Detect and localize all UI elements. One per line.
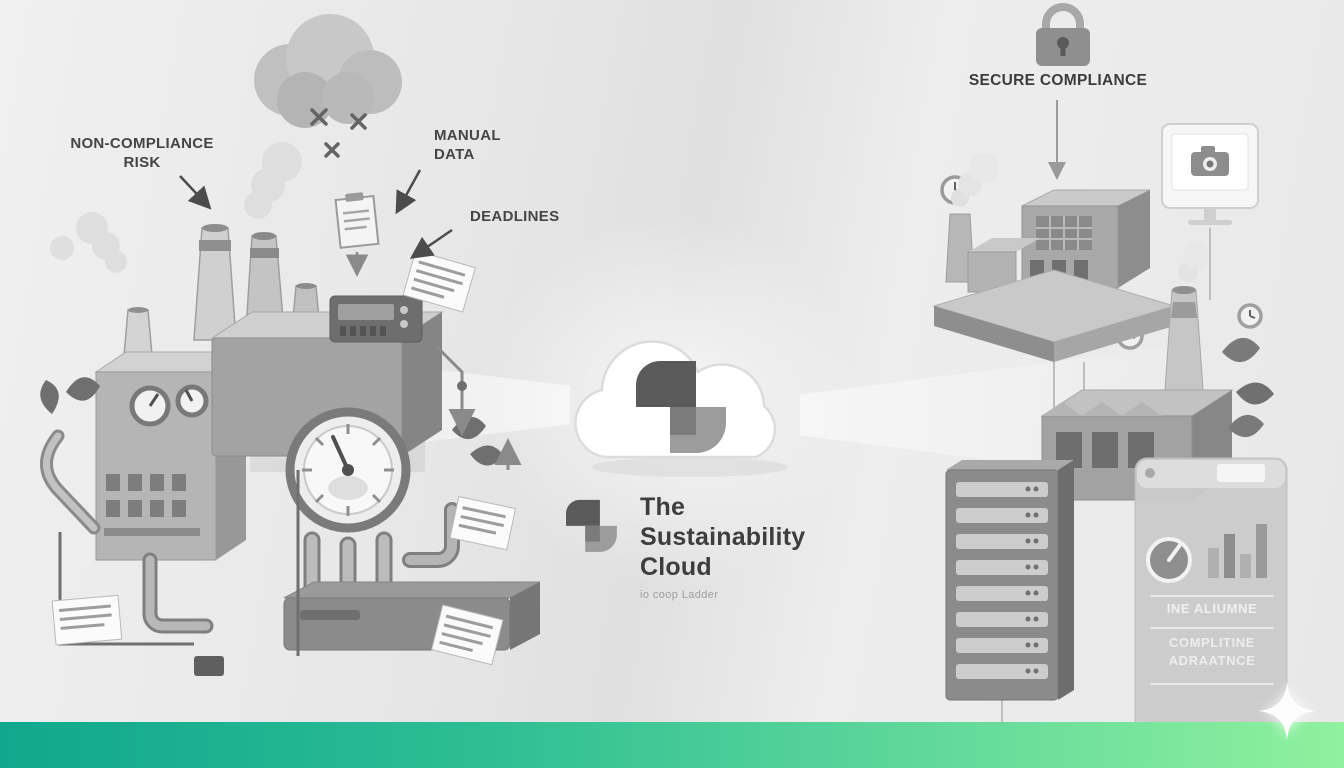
compliance-panel-body: COMPLITINE ADRAATNCE [1168, 635, 1256, 668]
cloud-shadow [592, 457, 788, 477]
sparkle-icon [1258, 682, 1316, 740]
brand-wordmark: The Sustainability Cloud io coop Ladder [640, 492, 805, 601]
document-icon [431, 604, 504, 666]
brand-line-2: Sustainability [640, 523, 806, 551]
right-compliance-illustration [932, 3, 1288, 739]
document-icon [402, 250, 476, 313]
junction-box [194, 656, 224, 676]
clipboard-icon [334, 192, 380, 249]
storm-cloud-icon [254, 14, 402, 128]
brand-line-1: The [640, 493, 686, 521]
document-icon [51, 594, 123, 646]
gauge-icon [285, 407, 411, 533]
non-compliance-risk-label: NON-COMPLIANCE RISK [70, 135, 214, 171]
brand-tagline: io coop Ladder [640, 589, 719, 601]
storm-x-marks-icon [310, 108, 367, 158]
document-icon [449, 496, 517, 551]
deadlines-label: DEADLINES [470, 208, 560, 225]
clock-icon [1237, 303, 1263, 329]
padlock-icon [1036, 3, 1090, 66]
mini-bar-chart [1208, 524, 1267, 578]
label-arrows [179, 169, 453, 259]
manual-data-label: MANUAL DATA [434, 127, 501, 163]
factory-top-illustration [932, 153, 1176, 362]
secure-compliance-label: SECURE COMPLIANCE [968, 72, 1148, 89]
footer-gradient-bar [0, 722, 1344, 768]
flow-arrows [434, 344, 522, 470]
factory-base-slab [283, 581, 541, 651]
brand-logo-icon [566, 499, 617, 552]
brand-line-3: Cloud [640, 553, 712, 581]
monitor-icon [1161, 123, 1259, 225]
server-rack [945, 460, 1074, 701]
sustainability-cloud-logo [636, 361, 726, 453]
compliance-panel-heading: INE ALIUMNE [1166, 601, 1258, 616]
smoke-puffs [50, 142, 302, 273]
sustainability-cloud-illustration [574, 340, 788, 477]
leaf-icons-right [1222, 337, 1274, 438]
dial-knob-icon [1146, 537, 1192, 583]
camera-icon [1191, 146, 1229, 176]
left-factory-illustration [40, 14, 541, 676]
compliance-panel [1134, 457, 1288, 739]
